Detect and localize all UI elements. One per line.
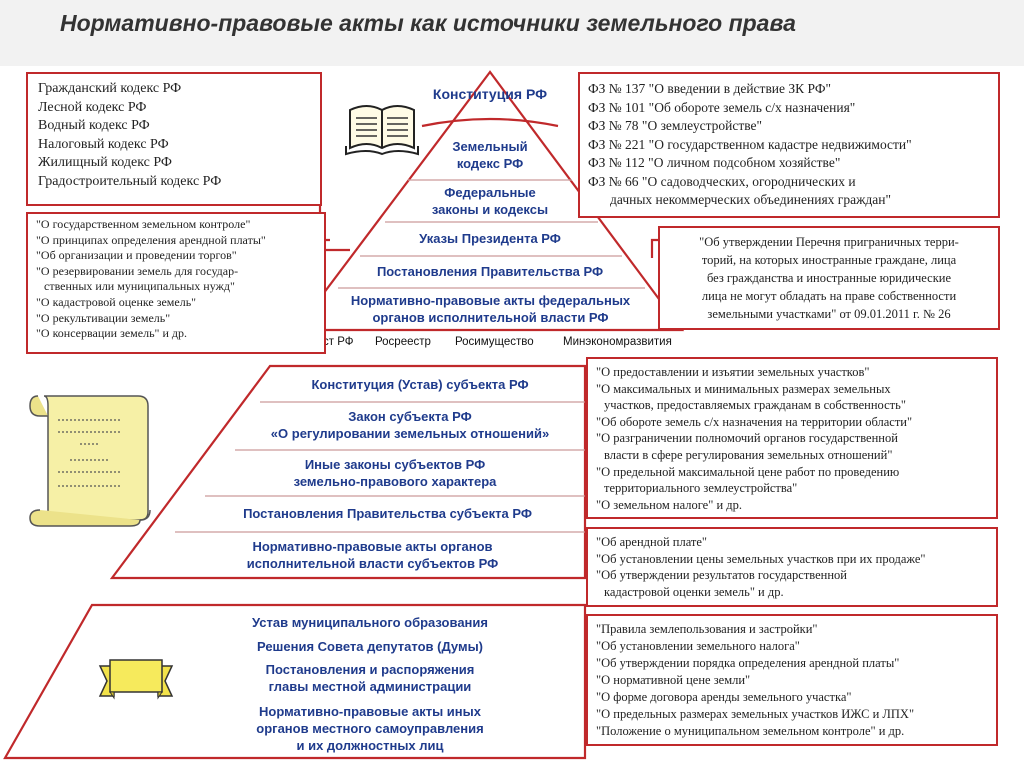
- tier-government-decrees: Постановления Правительства РФ: [376, 264, 604, 279]
- connector-border: [650, 238, 660, 258]
- page-title: Нормативно-правовые акты как источники з…: [60, 10, 796, 36]
- agency-rosimushchestvo: Росимущество: [455, 336, 534, 348]
- box-government-decrees: "О государственном земельном контроле" "…: [26, 212, 326, 354]
- tier-regional-government-decrees: Постановления Правительства субъекта РФ: [243, 506, 532, 521]
- box-federal-laws: ФЗ № 137 "О введении в действие ЗК РФ" Ф…: [578, 72, 1000, 218]
- banner-icon: [98, 659, 174, 700]
- box-regional-decrees: "Об арендной плате" "Об установлении цен…: [586, 527, 998, 607]
- scroll-icon: [29, 395, 151, 527]
- tier-regional-constitution: Конституция (Устав) субъекта РФ: [311, 377, 529, 392]
- federal-inner-apex: [421, 117, 559, 128]
- tier-municipal-charter: Устав муниципального образования: [252, 615, 488, 630]
- book-icon: [345, 105, 419, 156]
- agency-minekonomrazvitiya: Минэкономразвития: [563, 336, 672, 348]
- tier-president-decrees: Указы Президента РФ: [419, 231, 561, 246]
- tier-council-decisions: Решения Совета депутатов (Думы): [256, 639, 483, 654]
- box-regional-laws: "О предоставлении и изъятии земельных уч…: [586, 357, 998, 519]
- box-codes: Гражданский кодекс РФ Лесной кодекс РФ В…: [26, 72, 322, 206]
- header-band: [0, 0, 1024, 66]
- box-municipal-acts: "Правила землепользования и застройки" "…: [586, 614, 998, 746]
- agency-rosreestr: Росреестр: [375, 336, 431, 348]
- regional-trapezoid: [109, 364, 587, 580]
- municipal-trapezoid: [3, 603, 587, 760]
- tier-regional-land-law: Закон субъекта РФ«О регулировании земель…: [270, 409, 550, 441]
- tier-constitution: Конституция РФ: [432, 86, 548, 102]
- box-border-territories: "Об утверждении Перечня приграничных тер…: [658, 226, 1000, 330]
